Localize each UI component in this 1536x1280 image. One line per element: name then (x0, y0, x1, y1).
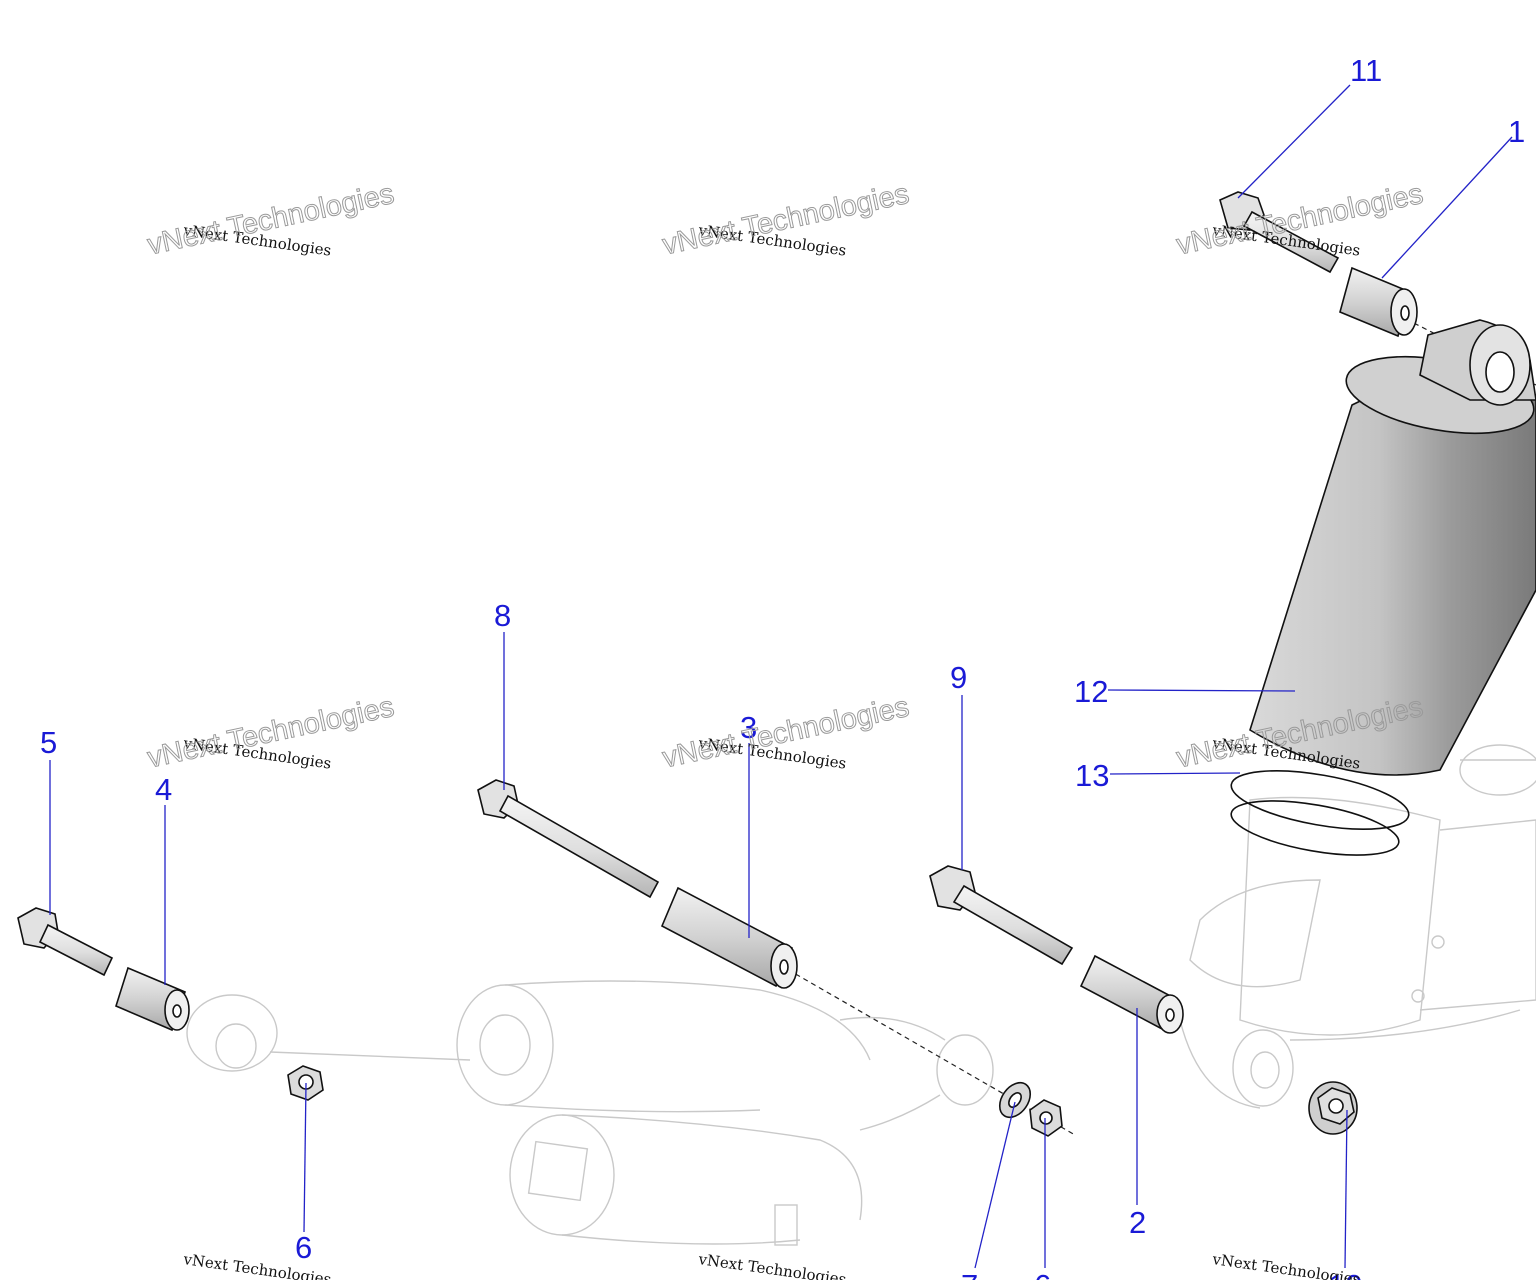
callout-3: 3 (740, 710, 757, 745)
leader-lines (49, 84, 1513, 1269)
part-13-spring (1230, 770, 1410, 856)
callout-4: 4 (155, 772, 172, 807)
part-6-nut-second (1029, 1099, 1063, 1137)
leader-10 (1344, 1109, 1348, 1269)
part-5-bolt (17, 907, 114, 977)
part-1-sleeve (1339, 266, 1418, 338)
part-12-shock-absorber (1249, 319, 1536, 776)
callout-9: 9 (950, 660, 967, 695)
watermark-mid-left: vNext Technologies vNext Technologies (144, 690, 397, 774)
watermark-line1: vNext Technologies (1210, 1250, 1361, 1280)
callout-12: 12 (1074, 674, 1108, 709)
part-8-bolt (477, 779, 660, 899)
watermark-top-center: vNext Technologies vNext Technologies (659, 177, 912, 261)
part-7-washer (998, 1081, 1032, 1119)
watermark-bottom-right: vNext Technologies (1210, 1250, 1361, 1280)
callout-6-second: 6 (1034, 1268, 1051, 1280)
callout-13: 13 (1075, 758, 1109, 793)
watermark-mid-center: vNext Technologies vNext Technologies (659, 690, 912, 774)
leader-6 (303, 1082, 307, 1233)
leader-13 (1109, 772, 1241, 775)
leader-1 (1381, 136, 1513, 279)
watermark-top-left: vNext Technologies vNext Technologies (144, 177, 397, 261)
watermark-top-right: vNext Technologies vNext Technologies (1173, 177, 1426, 261)
part-4-sleeve (115, 966, 190, 1032)
leader-7 (974, 1101, 1016, 1269)
ghost-swingarm (186, 980, 994, 1246)
callout-10: 10 (1328, 1268, 1362, 1280)
part-3-sleeve (660, 886, 798, 989)
ghost-shock-body-lower (1179, 744, 1536, 1109)
part-9-bolt (929, 865, 1074, 966)
callout-6: 6 (295, 1230, 312, 1265)
callout-8: 8 (494, 598, 511, 633)
leader-12 (1107, 689, 1296, 692)
part-2-sleeve (1079, 954, 1184, 1034)
part-11-bolt (1219, 191, 1340, 274)
callout-5: 5 (40, 725, 57, 760)
watermark-bottom-center: vNext Technologies (696, 1250, 847, 1280)
callout-7: 7 (961, 1268, 978, 1280)
watermark-line1: vNext Technologies (696, 1250, 847, 1280)
part-10-flange-nut (1308, 1081, 1358, 1135)
leader-11 (1237, 84, 1351, 199)
callout-1: 1 (1508, 114, 1525, 149)
callout-numbers: 11 1 8 9 12 3 5 13 4 2 6 7 6 10 (40, 53, 1525, 1280)
callout-2: 2 (1129, 1205, 1146, 1240)
callout-11: 11 (1350, 53, 1382, 88)
